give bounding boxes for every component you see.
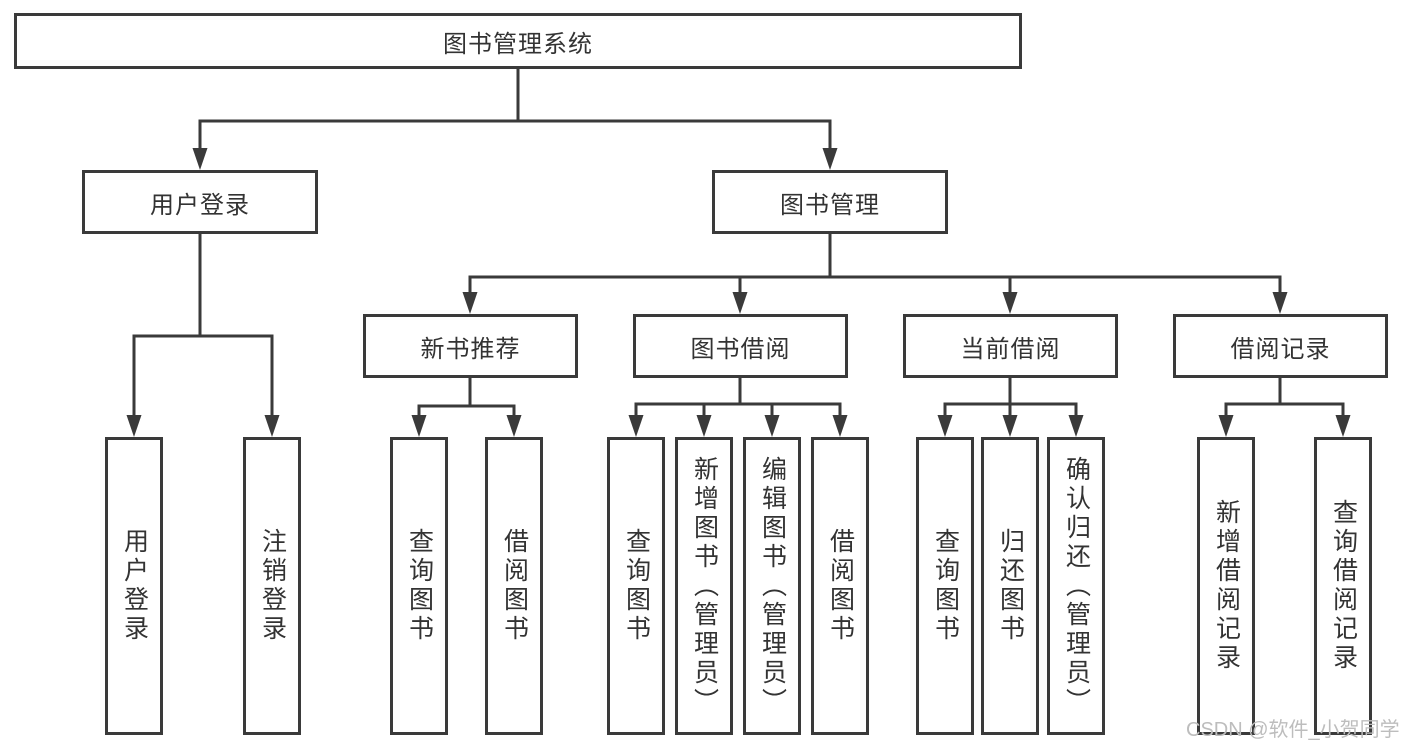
- node-br-add-record: 新增借阅记录: [1197, 437, 1255, 735]
- node-cb-confirm-return-label: 确认归还（管理员）: [1062, 455, 1091, 717]
- node-cb-query-book-label: 查询图书: [931, 528, 960, 644]
- node-login: 用户登录: [105, 437, 163, 735]
- node-new-book-recommend: 新书推荐: [363, 314, 578, 378]
- node-rec-borrow-book: 借阅图书: [485, 437, 543, 735]
- node-cb-query-book: 查询图书: [916, 437, 974, 735]
- node-borrow-record: 借阅记录: [1173, 314, 1388, 378]
- node-logout: 注销登录: [243, 437, 301, 735]
- node-book-management: 图书管理: [712, 170, 948, 234]
- node-bb-add-book-label: 新增图书（管理员）: [690, 455, 719, 717]
- node-cb-return-book-label: 归还图书: [996, 528, 1025, 644]
- node-book-borrow: 图书借阅: [633, 314, 848, 378]
- node-br-query-record: 查询借阅记录: [1314, 437, 1372, 735]
- node-rec-query-book-label: 查询图书: [405, 528, 434, 644]
- node-bb-edit-book: 编辑图书（管理员）: [743, 437, 801, 735]
- node-rec-borrow-book-label: 借阅图书: [500, 528, 529, 644]
- node-current-borrow: 当前借阅: [903, 314, 1118, 378]
- node-logout-label: 注销登录: [258, 528, 287, 644]
- node-bb-borrow-book-label: 借阅图书: [826, 528, 855, 644]
- node-bb-borrow-book: 借阅图书: [811, 437, 869, 735]
- csdn-watermark: CSDN @软件_小贺同学: [1186, 719, 1400, 741]
- node-br-add-record-label: 新增借阅记录: [1212, 499, 1241, 673]
- node-bb-add-book: 新增图书（管理员）: [675, 437, 733, 735]
- node-user-login: 用户登录: [82, 170, 318, 234]
- node-bb-query-book-label: 查询图书: [622, 528, 651, 644]
- node-bb-query-book: 查询图书: [607, 437, 665, 735]
- node-bb-edit-book-label: 编辑图书（管理员）: [758, 455, 787, 717]
- node-system: 图书管理系统: [14, 13, 1022, 69]
- node-cb-confirm-return: 确认归还（管理员）: [1047, 437, 1105, 735]
- node-rec-query-book: 查询图书: [390, 437, 448, 735]
- node-cb-return-book: 归还图书: [981, 437, 1039, 735]
- node-login-label: 用户登录: [120, 528, 149, 644]
- node-br-query-record-label: 查询借阅记录: [1329, 499, 1358, 673]
